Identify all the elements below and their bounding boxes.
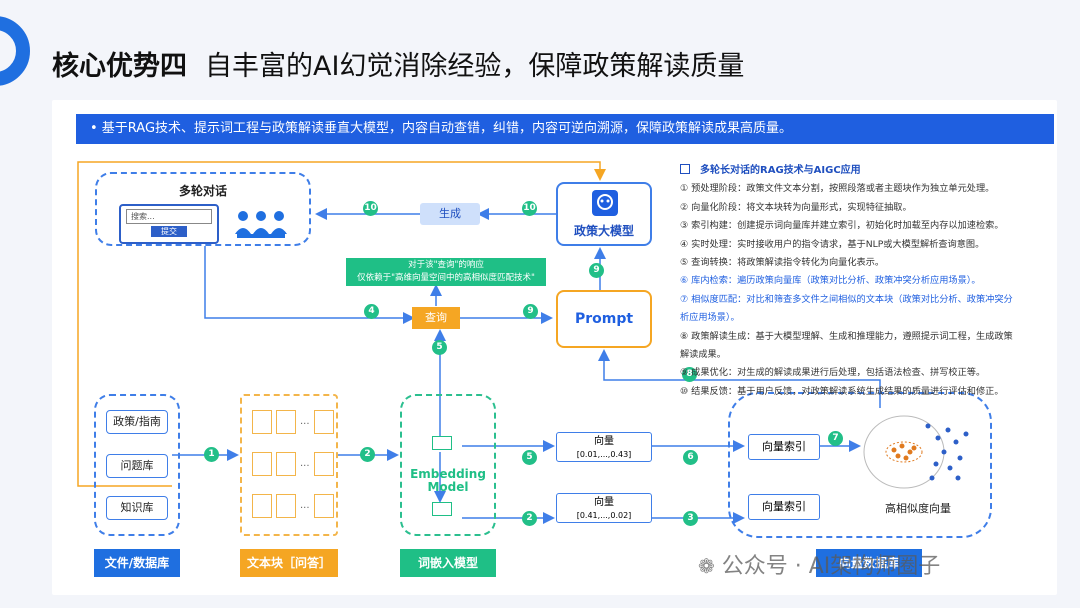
- llm-icon: [592, 190, 618, 216]
- step-badge-5b: 5: [522, 450, 537, 465]
- step-badge-9b: 9: [589, 263, 604, 278]
- embedding-footer: 词嵌入模型: [400, 549, 496, 577]
- vector-db-footer: 向量数据库: [816, 549, 922, 577]
- step-badge-3: 3: [683, 511, 698, 526]
- step-badge-2a: 2: [360, 447, 375, 462]
- legend-item: ⑩ 结果反馈：基于用户反馈，对政策解读系统生成结果的质量进行评估和修正。: [680, 385, 1004, 397]
- chunk-ellipsis-3: ...: [300, 500, 310, 511]
- legend-item: ④ 实时处理：实时接收用户的指令请求，基于NLP或大模型解析查询意图。: [680, 238, 985, 250]
- vector-db-box: [728, 392, 992, 538]
- multi-turn-label: 多轮对话: [178, 184, 227, 198]
- search-input[interactable]: 搜索...: [126, 209, 212, 224]
- legend-item: ⑧ 政策解读生成：基于大模型理解、生成和推理能力，遵照提示词工程，生成政策: [680, 330, 1013, 342]
- query-node: 查询: [412, 307, 460, 329]
- embedding-label-1: Embedding: [410, 467, 486, 481]
- legend-item: 析应用场景）。: [680, 312, 740, 324]
- process-legend: 多轮长对话的RAG技术与AIGC应用 ① 预处理阶段：政策文件文本分割，按照段落…: [680, 162, 1050, 401]
- source-policy: 政策/指南: [106, 410, 168, 434]
- chunk-ellipsis-1: ...: [300, 416, 310, 427]
- search-widget: 搜索... 提交: [119, 204, 219, 244]
- legend-item: ⑤ 查询转换：将政策解读指令转化为向量化表示。: [680, 257, 885, 269]
- note-line-1: 对于该"查询"的响应: [408, 260, 484, 270]
- wechat-icon: ❁: [698, 554, 715, 578]
- chunks-box: ... ... ...: [240, 394, 338, 536]
- step-badge-10b: 10: [522, 201, 537, 216]
- vector-index-top: 向量索引: [748, 434, 820, 460]
- users-icon: [235, 211, 287, 238]
- query-note: 对于该"查询"的响应 仅依赖于"高维向量空间中的高相似度匹配技术": [346, 258, 546, 286]
- source-knowledge-base: 知识库: [106, 496, 168, 520]
- note-line-2: 仅依赖于"高维向量空间中的高相似度匹配技术": [357, 273, 535, 283]
- step-badge-7: 7: [828, 431, 843, 446]
- legend-item: ⑥ 库内检索：遍历政策向量库（政策对比分析、政策冲突分析应用场景）。: [680, 275, 981, 287]
- prompt-node: Prompt: [556, 290, 652, 348]
- embedding-input-slot: [432, 436, 452, 450]
- similar-vectors-label: 高相似度向量: [885, 502, 951, 515]
- vector-cluster: [863, 415, 969, 489]
- legend-item: 解读成果。: [680, 349, 726, 361]
- legend-item: ⑨ 成果优化：对生成的解读成果进行后处理，包括语法检查、拼写校正等。: [680, 367, 986, 379]
- step-badge-9a: 9: [523, 304, 538, 319]
- title-bold: 核心优势四: [52, 51, 187, 82]
- submit-button[interactable]: 提交: [151, 226, 187, 237]
- step-badge-10a: 10: [363, 201, 378, 216]
- vector-bottom-value: [0.41,...,0.02]: [576, 511, 632, 520]
- step-badge-1: 1: [204, 447, 219, 462]
- chunk-ellipsis-2: ...: [300, 458, 310, 469]
- vector-bottom-title: 向量: [594, 497, 614, 508]
- step-badge-2b: 2: [522, 511, 537, 526]
- embedding-output-slot: [432, 502, 452, 516]
- embedding-box: Embedding Model: [400, 394, 496, 536]
- legend-heading-text: 多轮长对话的RAG技术与AIGC应用: [700, 165, 861, 176]
- llm-label: 政策大模型: [573, 224, 634, 238]
- watermark: ❁ 公众号 · AI架构师圈子: [698, 548, 940, 580]
- policy-llm-box: 政策大模型: [556, 182, 652, 246]
- legend-heading: 多轮长对话的RAG技术与AIGC应用: [680, 162, 1050, 180]
- embedding-model-label: Embedding Model: [402, 468, 494, 494]
- vector-top-title: 向量: [594, 436, 614, 447]
- vector-index-bottom: 向量索引: [748, 494, 820, 520]
- step-badge-5a: 5: [432, 340, 447, 355]
- watermark-text: 公众号 · AI架构师圈子: [721, 554, 941, 579]
- step-badge-6: 6: [683, 450, 698, 465]
- legend-item: ① 预处理阶段：政策文件文本分割，按照段落或者主题块作为独立单元处理。: [680, 183, 995, 195]
- source-question-bank: 问题库: [106, 454, 168, 478]
- step-badge-8: 8: [682, 367, 697, 382]
- vector-top: 向量 [0.01,...,0.43]: [556, 432, 652, 462]
- vector-top-value: [0.01,...,0.43]: [576, 450, 632, 459]
- vector-bottom: 向量 [0.41,...,0.02]: [556, 493, 652, 523]
- source-footer: 文件/数据库: [94, 549, 180, 577]
- legend-item: ② 向量化阶段：将文本块转为向量形式，实现特征抽取。: [680, 201, 912, 213]
- generate-node: 生成: [420, 203, 480, 225]
- legend-item: ③ 索引构建：创建提示词向量库并建立索引，初始化时加载至内存以加速检索。: [680, 220, 1004, 232]
- chunk-footer: 文本块［问答］: [240, 549, 338, 577]
- title-rest: 自丰富的AI幻觉消除经验，保障政策解读质量: [205, 51, 745, 82]
- summary-banner: • 基于RAG技术、提示词工程与政策解读垂直大模型，内容自动查错，纠错，内容可逆…: [76, 114, 1054, 144]
- embedding-label-2: Model: [427, 480, 469, 494]
- page-title: 核心优势四自丰富的AI幻觉消除经验，保障政策解读质量: [52, 44, 744, 83]
- step-badge-4: 4: [364, 304, 379, 319]
- multi-turn-dialog-box: 多轮对话 搜索... 提交: [95, 172, 311, 246]
- sources-box: 政策/指南 问题库 知识库: [94, 394, 180, 536]
- legend-item: ⑦ 相似度匹配：对比和筛查多文件之间相似的文本块（政策对比分析、政策冲突分: [680, 293, 1013, 305]
